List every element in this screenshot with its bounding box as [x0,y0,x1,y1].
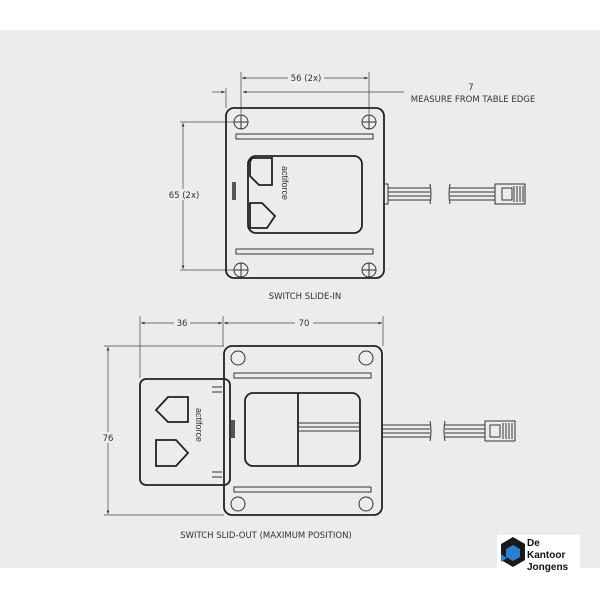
up-button [154,396,189,423]
dimension-76: 76 [100,345,224,516]
rail-slot [233,486,372,493]
rail-slot [233,372,372,379]
rj-connector [494,183,526,205]
rail-slot [235,133,374,140]
caption-slid-out: SWITCH SLID-OUT (MAXIMUM POSITION) [180,531,352,541]
mount-holes [230,350,374,512]
brand-logo: De Kantoor Jongens [497,535,580,573]
caption-slide-in: SWITCH SLIDE-IN [269,292,342,302]
switch-window [244,392,361,467]
logo-line2: Jongens [527,562,569,573]
dim-offset-note: MEASURE FROM TABLE EDGE [411,95,536,105]
cable [383,183,526,205]
down-button [155,439,190,467]
logo-line1: De Kantoor [527,538,566,561]
switch-panel [247,155,363,234]
up-button [249,157,273,186]
dimension-65: 65 (2x) [166,121,234,271]
brand-text: actiforce [194,408,204,442]
dim-height-label: 76 [103,434,114,444]
small-brand-mark [231,420,235,438]
down-button [249,202,277,229]
drawing-background [0,30,600,568]
dimension-7: 7 MEASURE FROM TABLE EDGE [212,83,535,108]
dimension-56: 56 (2x) [240,72,370,114]
dim-width-label: 70 [299,319,310,329]
dim-slide-label: 36 [177,319,188,329]
dim-height-label: 65 (2x) [169,191,200,201]
rail-slot [235,248,374,255]
mount-plate [223,345,383,516]
rj-connector [484,420,516,442]
slide-tray [139,378,231,486]
dim-offset-label: 7 [468,83,473,93]
cable [382,420,516,442]
logo-hexagon-icon [501,537,525,567]
mount-holes [233,114,377,278]
brand-text: actiforce [280,166,290,200]
switch-slid-out-view: 36 70 76 actiforce [100,316,516,541]
switch-slide-in-view: 56 (2x) 7 MEASURE FROM TABLE EDGE 65 (2x… [166,72,535,302]
dimension-36-70: 36 70 [139,316,384,378]
dim-width-label: 56 (2x) [291,74,322,84]
small-brand-mark [232,182,236,200]
